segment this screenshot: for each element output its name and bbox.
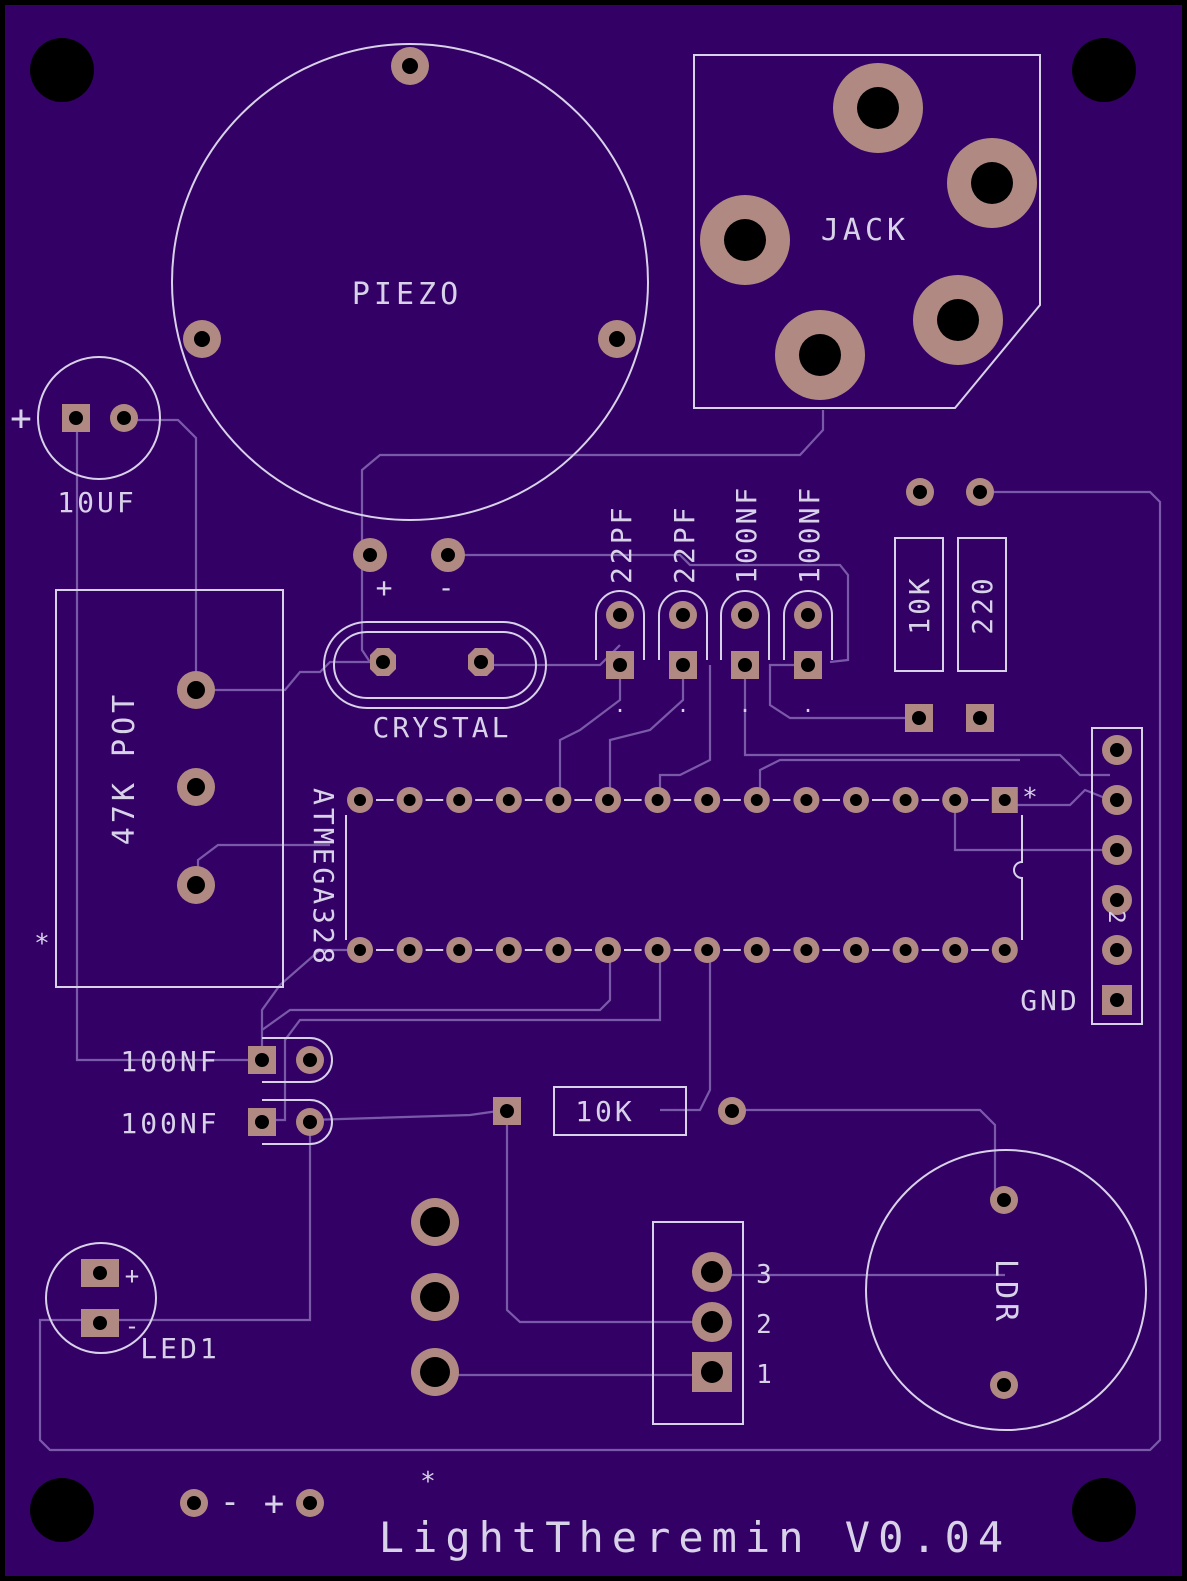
audio-jack: JACK	[693, 54, 1041, 409]
piezo-label: PIEZO	[352, 277, 462, 312]
mcu-pin-hole	[354, 794, 366, 806]
header-gnd-label: GND	[1020, 984, 1080, 1017]
piezo-plus-label: +	[376, 571, 393, 604]
cap-100nf-b-label: 100NF	[793, 485, 826, 584]
board-title: LightTheremin V0.04	[379, 1513, 1011, 1562]
mcu-pin-hole	[453, 944, 466, 956]
cap-10uf-label: 10UF	[57, 486, 136, 519]
potentiometer-47k: 47K POT *	[34, 589, 284, 988]
jack-label: JACK	[821, 213, 909, 248]
mcu-pin-hole	[899, 944, 912, 956]
mcu-pin-hole	[354, 944, 366, 956]
mcu-label: ATMEGA328	[307, 788, 340, 967]
cap-10uf-plus: +	[10, 398, 32, 439]
res-10k-top-label: 10K	[903, 575, 936, 635]
resistors-top-right: 10K 220	[894, 478, 1007, 732]
mcu-pin-hole	[651, 944, 664, 956]
three-pin-connector: 3 2 1	[652, 1221, 772, 1425]
pot-star: *	[34, 929, 50, 959]
mcu-pin-hole	[403, 794, 416, 806]
res-10k-mid-label: 10K	[575, 1095, 635, 1128]
mcu-pin-hole	[701, 794, 714, 806]
mcu-pin-hole	[899, 794, 912, 806]
mounting-hole-bottom-right	[1072, 1478, 1136, 1542]
conn-pin1-label: 1	[756, 1360, 772, 1390]
ldr-label: LDR	[988, 1259, 1023, 1325]
cap-22pf-b-label: 22PF	[668, 505, 701, 584]
mcu-pin-hole	[800, 944, 813, 956]
piezo-buzzer: PIEZO + -	[171, 43, 649, 604]
svg-text:.: .	[677, 693, 689, 717]
mounting-hole-top-right	[1072, 38, 1136, 102]
mcu-pin-hole	[453, 794, 466, 806]
conn-pin3-label: 3	[756, 1260, 772, 1290]
mcu-star: *	[1022, 783, 1038, 813]
resistor-10k-mid: 10K	[493, 1086, 746, 1136]
svg-text:.: .	[614, 693, 626, 717]
cap-100nf-a-label: 100NF	[730, 485, 763, 584]
capacitor-row: 22PF . 22PF . 100NF . 100NF .	[595, 485, 833, 717]
mcu-pin-hole	[701, 944, 714, 956]
mcu-pin-hole	[602, 944, 614, 956]
crystal-label: CRYSTAL	[372, 711, 511, 744]
mcu-pin-hole	[949, 794, 962, 806]
mcu-pin-hole	[552, 794, 565, 806]
mcu-pin-hole	[998, 944, 1011, 956]
mcu-pin-hole	[850, 944, 862, 956]
mounting-holes	[30, 38, 1136, 1542]
mcu-pin-hole	[750, 944, 763, 956]
led1: + - LED1	[45, 1242, 219, 1365]
mcu-pin-hole	[949, 944, 962, 956]
atmega328-chip: ATMEGA328 *	[307, 783, 1038, 967]
large-pads-column	[411, 1198, 459, 1396]
crystal: CRYSTAL	[323, 621, 547, 744]
mounting-hole-top-left	[30, 38, 94, 102]
led-label: LED1	[140, 1332, 219, 1365]
mcu-pin-hole	[800, 794, 813, 806]
led-plus: +	[125, 1262, 139, 1290]
cap-100nf-left-b-label: 100NF	[120, 1107, 219, 1140]
cap-100nf-left-a-label: 100NF	[120, 1045, 219, 1078]
mcu-pin-hole	[998, 794, 1011, 806]
piezo-minus-label: -	[438, 571, 455, 604]
mcu-pin-hole	[403, 944, 416, 956]
mcu-pin-hole	[651, 794, 664, 806]
led-minus: -	[125, 1312, 139, 1340]
capacitors-left: 100NF 100NF	[120, 1037, 333, 1145]
svg-text:.: .	[739, 693, 751, 717]
mcu-pin-hole	[850, 794, 862, 806]
mcu-pin-hole	[502, 944, 515, 956]
ldr-sensor: LDR	[865, 1149, 1147, 1431]
res-220-label: 220	[966, 575, 999, 635]
power-minus: -	[220, 1482, 240, 1522]
mcu-pin-hole	[552, 944, 565, 956]
power-plus: +	[264, 1484, 284, 1524]
mcu-pin-hole	[750, 794, 763, 806]
mcu-pin-hole	[602, 794, 614, 806]
bottom-star: *	[420, 1467, 436, 1497]
header-mark: 2	[1103, 910, 1128, 923]
pot-label: 47K POT	[107, 691, 142, 845]
cap-22pf-a-label: 22PF	[605, 505, 638, 584]
conn-pin2-label: 2	[756, 1310, 772, 1340]
svg-text:.: .	[802, 693, 814, 717]
mounting-hole-bottom-left	[30, 1478, 94, 1542]
capacitor-10uf: + 10UF	[10, 356, 161, 519]
power-input: - + *	[180, 1467, 436, 1524]
programming-header: 2 GND	[1020, 727, 1143, 1025]
mcu-pin-hole	[502, 794, 515, 806]
